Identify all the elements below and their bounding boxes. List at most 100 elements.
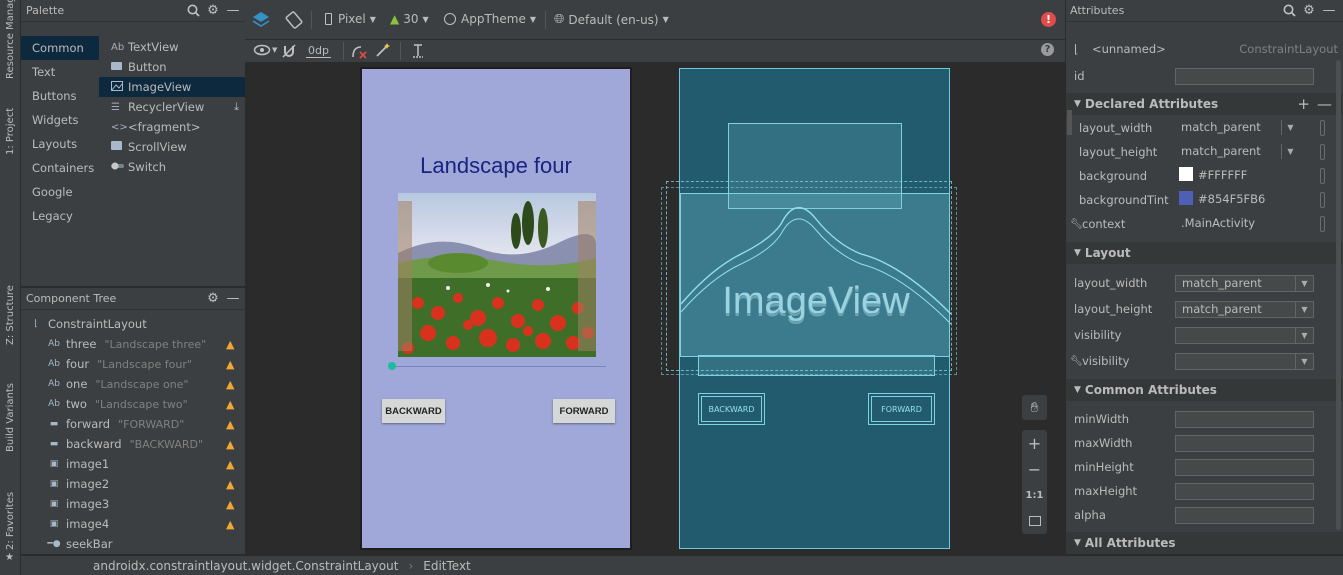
chevron-down-icon[interactable]: ▼: [1295, 301, 1313, 317]
baseline-icon[interactable]: [411, 43, 425, 59]
tab-favorites[interactable]: 2: Favorites: [5, 491, 16, 551]
attr-value-field[interactable]: match_parent▼: [1175, 300, 1314, 318]
attributes-scrollbar[interactable]: [1336, 60, 1342, 540]
minimize-icon[interactable]: —: [226, 291, 240, 306]
palette-category-buttons[interactable]: Buttons: [32, 89, 77, 103]
section-declared-attributes[interactable]: ▼Declared Attributes + —: [1066, 93, 1343, 115]
landscape-image[interactable]: [398, 193, 596, 357]
tree-row-image1[interactable]: ▣image1▲: [21, 454, 245, 474]
warning-icon[interactable]: ▲: [226, 437, 235, 451]
blueprint-seekbar[interactable]: [698, 355, 935, 376]
attr-value-field[interactable]: #854F5FB6: [1175, 191, 1299, 209]
palette-item-recyclerview[interactable]: ☰RecyclerView⤓: [111, 100, 239, 114]
tree-row-image3[interactable]: ▣image3▲: [21, 494, 245, 514]
minimize-icon[interactable]: —: [226, 3, 240, 18]
chevron-down-icon[interactable]: ▼: [1295, 353, 1313, 369]
backward-button[interactable]: BACKWARD: [382, 399, 445, 423]
section-layout[interactable]: ▼Layout: [1066, 242, 1343, 264]
tab-project[interactable]: 1: Project: [5, 107, 16, 155]
infer-constraints-icon[interactable]: [375, 42, 391, 58]
attr-value-field[interactable]: match_parent▼: [1175, 119, 1299, 137]
warning-icon[interactable]: ▲: [226, 457, 235, 471]
attr-value-field[interactable]: match_parent▼: [1175, 143, 1299, 161]
pan-hand-icon[interactable]: ✋︎: [1022, 395, 1047, 420]
gear-icon[interactable]: ⚙: [1303, 3, 1315, 18]
default-margin-selector[interactable]: 0dp: [306, 43, 331, 58]
color-swatch[interactable]: [1179, 167, 1193, 181]
attr-value-field[interactable]: [1175, 458, 1314, 476]
section-common-attributes[interactable]: ▼Common Attributes: [1066, 379, 1343, 401]
warning-icon[interactable]: ▲: [226, 357, 235, 371]
palette-item-switch[interactable]: Switch: [99, 157, 245, 177]
palette-category-layouts[interactable]: Layouts: [32, 137, 78, 151]
design-preview[interactable]: Landscape four: [360, 67, 632, 550]
attr-reference-icon[interactable]: [1320, 120, 1325, 136]
zoom-actual-size[interactable]: 1:1: [1025, 489, 1044, 501]
breadcrumb-edittext[interactable]: EditText: [423, 558, 471, 573]
tree-root[interactable]: ⌊ ConstraintLayout: [21, 314, 245, 334]
blueprint-imageview[interactable]: ImageView ImageView: [680, 193, 951, 357]
blueprint-backward-button[interactable]: BACKWARD: [698, 393, 765, 425]
zoom-fit-icon[interactable]: [1022, 508, 1047, 534]
landscape-title-text[interactable]: Landscape four: [420, 153, 572, 178]
palette-category-legacy[interactable]: Legacy: [32, 209, 73, 223]
warning-icon[interactable]: ▲: [226, 417, 235, 431]
warning-icon[interactable]: ▲: [226, 517, 235, 531]
chevron-down-icon[interactable]: ▼: [1295, 327, 1313, 343]
eye-icon[interactable]: ▼: [253, 43, 277, 57]
theme-selector[interactable]: AppTheme▼: [444, 12, 536, 26]
warning-icon[interactable]: ▲: [226, 477, 235, 491]
search-icon[interactable]: [1279, 1, 1299, 21]
palette-item-fragment[interactable]: <><fragment>: [111, 120, 201, 134]
seek-bar-track[interactable]: [392, 366, 606, 367]
remove-attribute-icon[interactable]: —: [1317, 95, 1332, 113]
tab-build-variants[interactable]: Build Variants: [5, 383, 16, 453]
warning-icon[interactable]: ▲: [226, 497, 235, 511]
clear-constraints-icon[interactable]: [351, 43, 367, 59]
help-icon[interactable]: ?: [1041, 43, 1054, 56]
blueprint-forward-button[interactable]: FORWARD: [868, 393, 935, 425]
rotate-orientation-icon[interactable]: [284, 10, 304, 30]
chevron-down-icon[interactable]: ▼: [1281, 143, 1299, 159]
minimize-icon[interactable]: —: [1322, 3, 1336, 18]
blueprint-preview[interactable]: ImageView ImageView BACKWARD FORWARD: [661, 68, 957, 549]
zoom-in-icon[interactable]: +: [1027, 433, 1042, 453]
gear-icon[interactable]: ⚙: [207, 3, 219, 18]
tree-row-image4[interactable]: ▣image4▲: [21, 514, 245, 534]
palette-category-containers[interactable]: Containers: [32, 161, 95, 175]
tab-structure[interactable]: Z: Structure: [5, 285, 16, 345]
attr-reference-icon[interactable]: [1320, 216, 1325, 232]
attr-value-field[interactable]: #FFFFFF: [1175, 167, 1299, 185]
attr-value-field[interactable]: .MainActivity: [1175, 216, 1299, 233]
blueprint-text-box[interactable]: [728, 123, 902, 209]
attr-reference-icon[interactable]: [1320, 192, 1325, 208]
warning-icon[interactable]: ▲: [226, 377, 235, 391]
design-canvas[interactable]: Landscape four: [245, 62, 1065, 554]
breadcrumb-constraintlayout[interactable]: androidx.constraintlayout.widget.Constra…: [93, 558, 399, 573]
download-icon[interactable]: ⤓: [234, 100, 239, 113]
attr-value-field[interactable]: [1175, 506, 1314, 524]
tab-resource-manager[interactable]: Resource Manager: [5, 0, 16, 80]
tree-row-image2[interactable]: ▣image2▲: [21, 474, 245, 494]
palette-category-text[interactable]: Text: [32, 65, 56, 79]
attr-value-field[interactable]: match_parent▼: [1175, 274, 1314, 292]
warning-icon[interactable]: ▲: [226, 397, 235, 411]
palette-item-scrollview[interactable]: ScrollView: [99, 137, 245, 157]
attr-reference-icon[interactable]: [1320, 144, 1325, 160]
chevron-down-icon[interactable]: ▼: [1295, 275, 1313, 291]
tree-row-seekBar[interactable]: ━●seekBar: [21, 534, 245, 554]
attr-value-field[interactable]: [1175, 410, 1314, 428]
add-attribute-icon[interactable]: +: [1297, 95, 1310, 113]
palette-category-widgets[interactable]: Widgets: [32, 113, 79, 127]
palette-item-imageview[interactable]: ImageView: [99, 77, 245, 97]
seek-bar-thumb[interactable]: [388, 362, 396, 370]
chevron-down-icon[interactable]: ▼: [1281, 119, 1299, 135]
zoom-out-icon[interactable]: −: [1027, 459, 1042, 479]
warning-icon[interactable]: ▲: [226, 337, 235, 351]
attr-reference-icon[interactable]: [1320, 168, 1325, 184]
attr-value-field[interactable]: [1175, 482, 1314, 500]
attr-value-field[interactable]: ▼: [1175, 326, 1314, 344]
layers-icon[interactable]: [251, 10, 271, 30]
